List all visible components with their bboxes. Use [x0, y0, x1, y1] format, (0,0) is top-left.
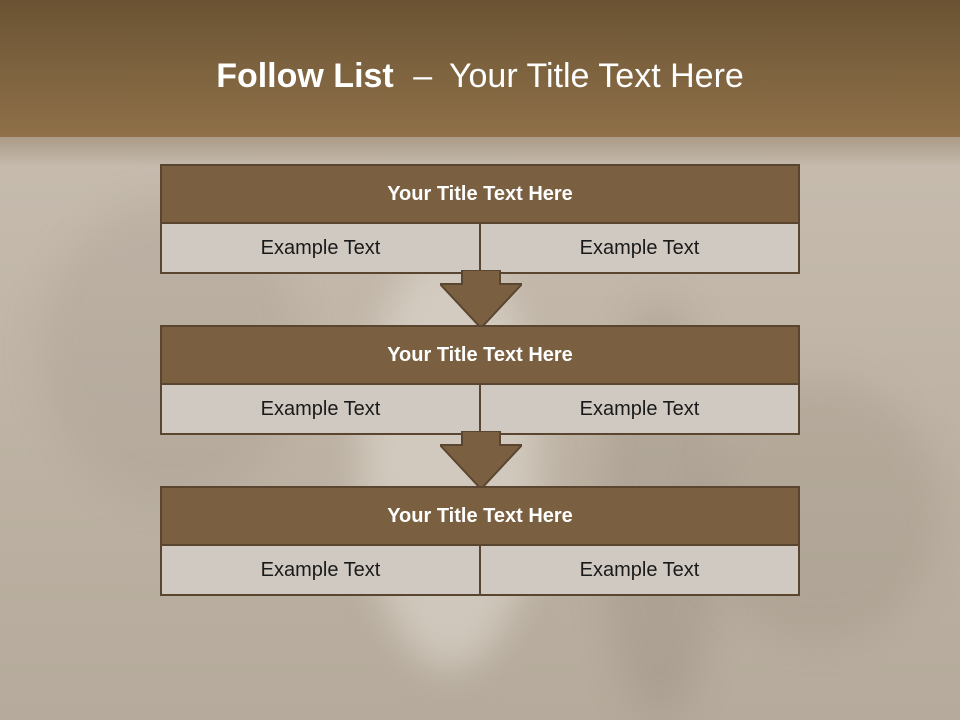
step-title: Your Title Text Here [162, 488, 798, 546]
step-row: Example Text Example Text [162, 546, 798, 594]
step-cell-left: Example Text [162, 385, 479, 433]
step-cell-right: Example Text [479, 224, 798, 272]
header-shadow [0, 137, 960, 165]
step-cell-right: Example Text [479, 546, 798, 594]
step-box-1: Your Title Text Here Example Text Exampl… [160, 164, 800, 274]
header-band [0, 0, 960, 137]
title-rest: Your Title Text Here [448, 57, 744, 95]
slide-title: Follow List – Your Title Text Here [0, 56, 960, 96]
down-arrow-icon [440, 270, 522, 328]
step-box-3: Your Title Text Here Example Text Exampl… [160, 486, 800, 596]
step-box-2: Your Title Text Here Example Text Exampl… [160, 325, 800, 435]
step-title: Your Title Text Here [162, 166, 798, 224]
title-dash: – [413, 57, 433, 95]
step-cell-left: Example Text [162, 224, 479, 272]
step-cell-right: Example Text [479, 385, 798, 433]
step-title: Your Title Text Here [162, 327, 798, 385]
step-cell-left: Example Text [162, 546, 479, 594]
step-row: Example Text Example Text [162, 224, 798, 272]
down-arrow-icon [440, 431, 522, 489]
step-row: Example Text Example Text [162, 385, 798, 433]
title-bold: Follow List [216, 57, 394, 95]
